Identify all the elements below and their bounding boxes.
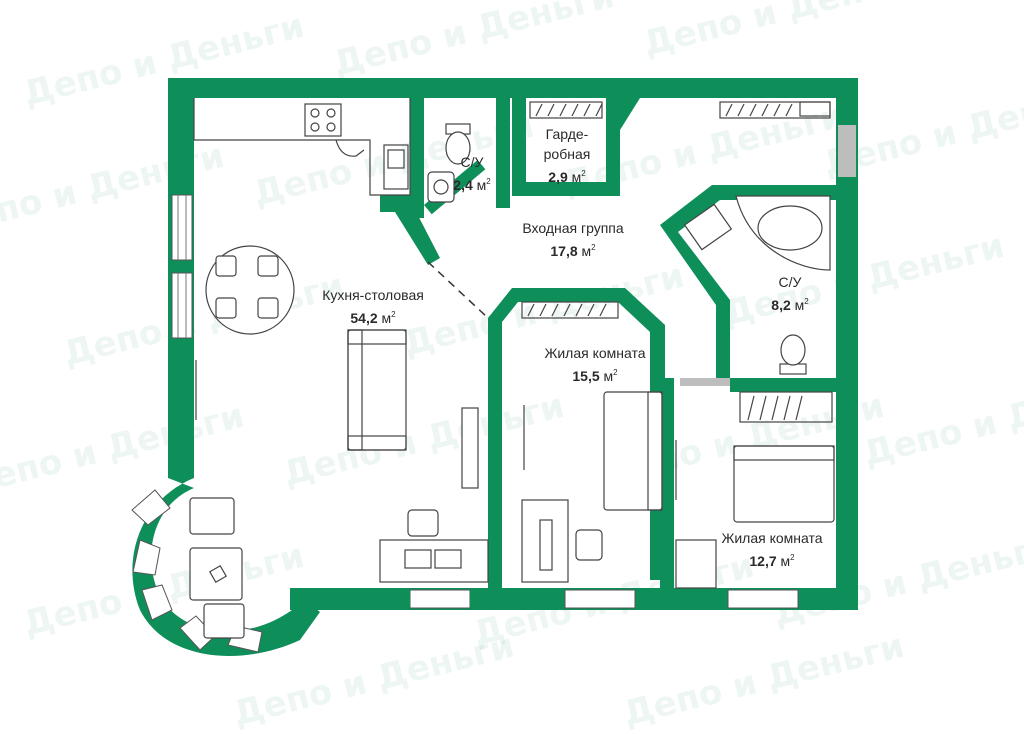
room-area-unit: м: [476, 177, 487, 193]
room-area-unit: м: [571, 169, 582, 185]
room-area-unit: м: [794, 297, 805, 313]
wall: [488, 288, 665, 590]
room-label-bathroom-2: С/У 8,2 м2: [752, 272, 828, 315]
bathroom2-fixtures: [683, 195, 831, 375]
doors: [195, 360, 677, 500]
room-area: 2,4 м2: [444, 172, 500, 195]
unit-superscript: 2: [591, 243, 596, 252]
wardrobe-rack: [529, 101, 603, 119]
bay-wall: [132, 468, 320, 656]
room-name: С/У: [778, 274, 802, 290]
window: [131, 489, 171, 526]
room-label-entrance: Входная группа 17,8 м2: [498, 218, 648, 261]
wall: [290, 588, 410, 610]
wall: [380, 195, 440, 265]
room-area-value: 15,5: [572, 368, 600, 384]
bay-windows: [131, 489, 263, 653]
wall: [470, 588, 500, 610]
unit-superscript: 2: [581, 169, 586, 178]
window: [727, 589, 799, 609]
window: [171, 272, 193, 339]
room-name: Жилая комната: [721, 530, 823, 546]
door-grey: [680, 378, 730, 386]
person-icon: [335, 139, 365, 157]
dining-table: [205, 245, 295, 335]
room-area-value: 17,8: [550, 243, 578, 259]
room-area: 8,2 м2: [752, 292, 828, 315]
room-area: 12,7 м2: [702, 548, 842, 571]
window-grey: [838, 125, 856, 177]
unit-superscript: 2: [391, 310, 396, 319]
unit-superscript: 2: [613, 368, 618, 377]
room-area-value: 54,2: [350, 310, 378, 326]
left-windows: [171, 194, 193, 339]
unit-superscript: 2: [804, 297, 809, 306]
room-area-unit: м: [780, 553, 791, 569]
window: [141, 584, 173, 621]
tv-stand: [461, 407, 479, 489]
room-label-living-2: Жилая комната 12,7 м2: [702, 528, 842, 571]
room-name-line1: Гарде-: [545, 126, 589, 142]
room-area-unit: м: [581, 243, 592, 259]
room-name: Кухня-столовая: [322, 287, 424, 303]
sink: [383, 144, 409, 190]
wall: [496, 98, 510, 208]
wall: [512, 182, 620, 196]
bottom-windows: [409, 125, 856, 609]
wall-top: [168, 78, 858, 98]
room-area: 17,8 м2: [498, 238, 648, 261]
room-area-unit: м: [603, 368, 614, 384]
room-name: С/У: [460, 154, 484, 170]
room-label-bathroom-1: С/У 2,4 м2: [444, 152, 500, 195]
wall-right: [836, 78, 858, 610]
stove: [304, 103, 342, 137]
kitchen-counter: [193, 98, 411, 196]
window: [409, 589, 471, 609]
bed: [733, 445, 835, 523]
room1-furniture: [521, 301, 663, 583]
wall: [512, 98, 526, 190]
washbasin: [683, 203, 733, 251]
window: [564, 589, 636, 609]
hall-shelf: [719, 101, 831, 119]
lounge-set: [189, 497, 245, 639]
bathtub: [735, 195, 831, 271]
room-area-value: 2,4: [453, 177, 473, 193]
room-area: 15,5 м2: [520, 363, 670, 386]
wall: [660, 378, 674, 590]
room2-furniture: [675, 391, 835, 589]
room-area: 2,9 м2: [526, 164, 608, 187]
room-label-kitchen: Кухня-столовая 54,2 м2: [298, 285, 448, 328]
bathroom1-fixtures: [427, 123, 471, 203]
wall: [410, 98, 424, 218]
room-name: Жилая комната: [544, 345, 646, 361]
wall: [730, 378, 836, 392]
desk: [379, 509, 489, 583]
window: [171, 194, 193, 261]
room-area-value: 8,2: [771, 297, 791, 313]
room-label-wardrobe: Гарде- робная 2,9 м2: [526, 124, 608, 187]
counter: [193, 98, 411, 196]
room-name-line2: робная: [543, 146, 591, 162]
unit-superscript: 2: [790, 553, 795, 562]
room-area: 54,2 м2: [298, 305, 448, 328]
room-area-unit: м: [381, 310, 392, 326]
wall: [606, 98, 640, 196]
room-name: Входная группа: [522, 220, 624, 236]
room-label-living-1: Жилая комната 15,5 м2: [520, 343, 670, 386]
room-area-value: 12,7: [749, 553, 777, 569]
room-area-value: 2,9: [548, 169, 568, 185]
window: [132, 539, 161, 576]
sofa: [347, 329, 407, 451]
unit-superscript: 2: [486, 177, 491, 186]
toilet: [780, 334, 806, 366]
